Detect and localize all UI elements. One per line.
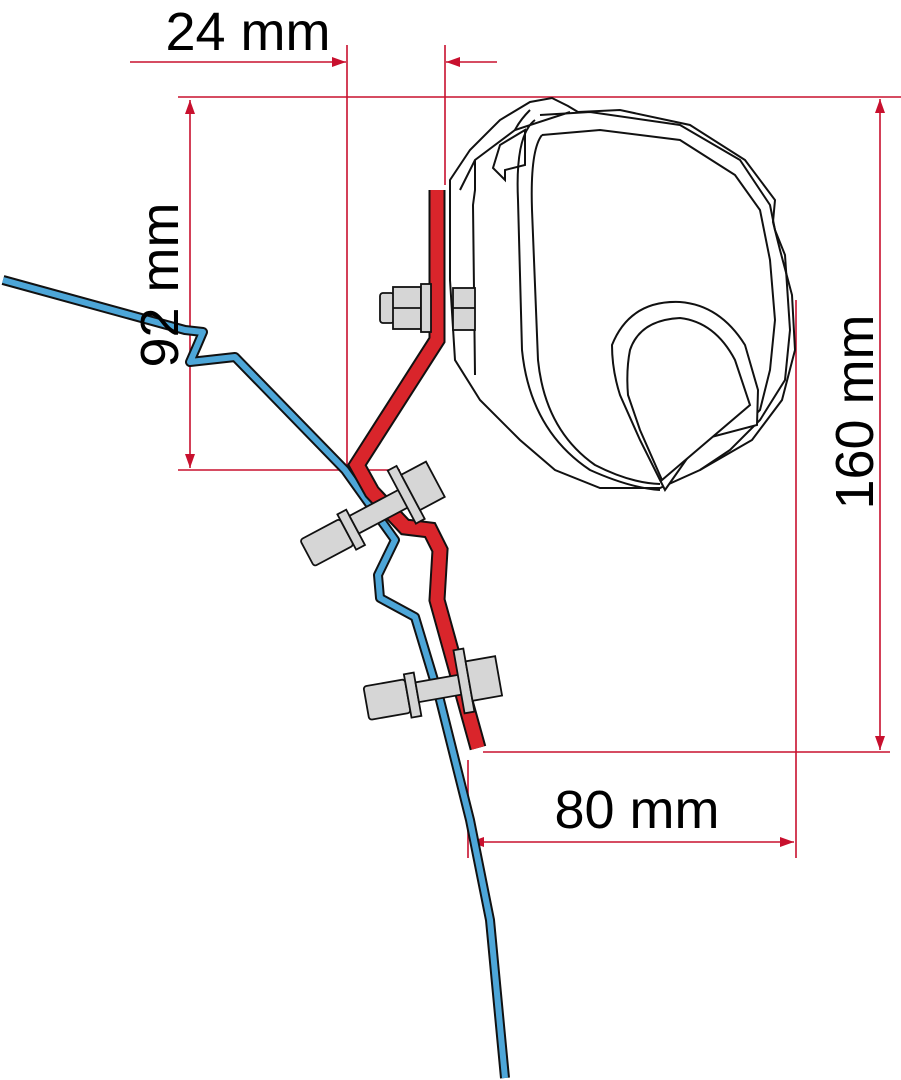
- awning-housing: [449, 96, 797, 492]
- bolt-middle: [300, 460, 446, 567]
- dim-label-92mm: 92 mm: [130, 202, 190, 367]
- dim-label-80mm: 80 mm: [554, 780, 719, 840]
- bolt-lower: [362, 647, 504, 721]
- vehicle-wall: [1, 275, 510, 1079]
- awning-bracket: [347, 190, 487, 751]
- dim-label-160mm: 160 mm: [825, 314, 885, 509]
- dim-label-24mm: 24 mm: [165, 2, 330, 62]
- bolt-upper: [379, 283, 476, 333]
